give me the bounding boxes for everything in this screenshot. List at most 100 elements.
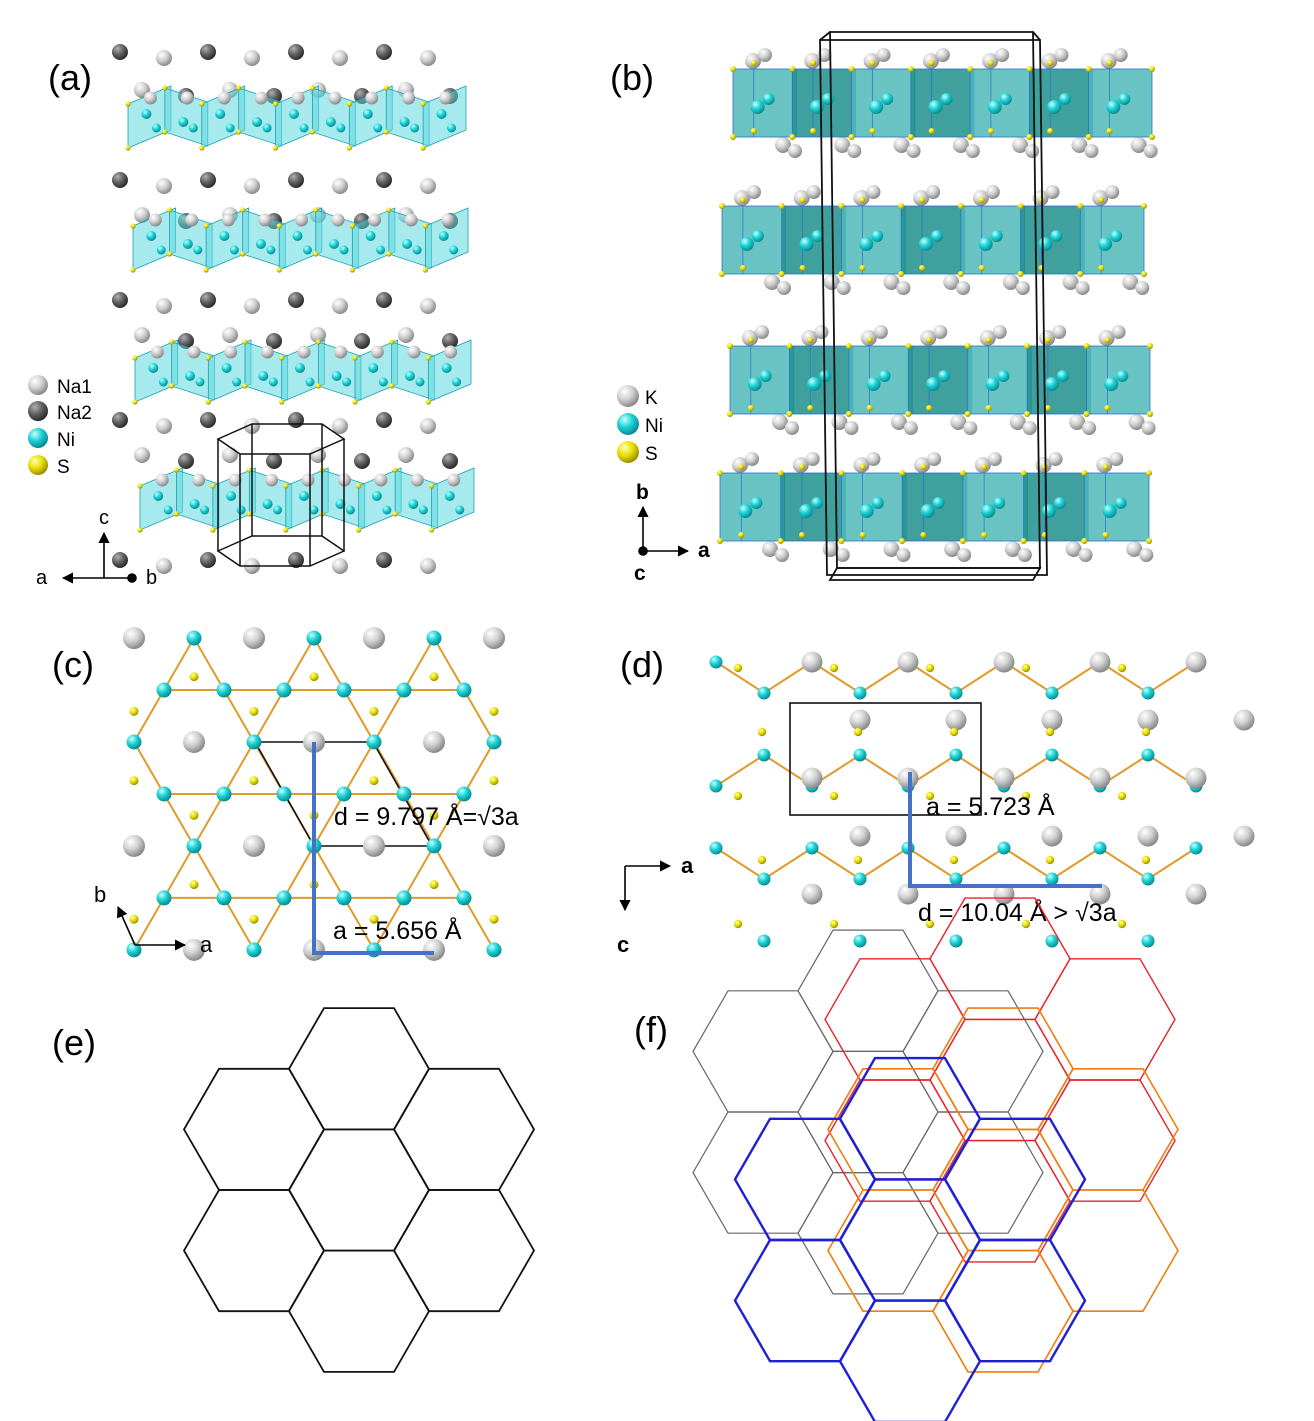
legend-s-b-icon <box>617 441 639 463</box>
na1-atom <box>374 473 388 487</box>
s-atom <box>987 60 994 66</box>
ni-ni-bond <box>859 847 909 880</box>
ni-atom <box>329 239 340 249</box>
ni-atom <box>229 245 239 255</box>
na1-atom <box>1122 274 1139 290</box>
s-atom <box>309 129 316 135</box>
ni-atom <box>1141 686 1155 700</box>
legend-na1: Na1 <box>57 377 92 398</box>
na1-atom <box>883 274 900 290</box>
s-atom <box>246 467 252 473</box>
s-atom <box>137 527 143 533</box>
ni-atom <box>410 123 420 133</box>
s-atom <box>1104 337 1111 343</box>
ni-ni-bond <box>463 897 495 951</box>
na1-atom <box>228 473 242 487</box>
ni-atom <box>1056 370 1069 382</box>
ni-atom <box>215 109 226 119</box>
ni-atom <box>821 93 834 105</box>
s-atom <box>719 271 725 277</box>
s-atom <box>869 128 876 134</box>
s-atom <box>210 527 216 533</box>
s-atom <box>799 265 806 271</box>
s-atom <box>137 483 143 489</box>
na1-atom <box>897 883 919 905</box>
na2-atom <box>112 172 128 188</box>
ni-ni-bond <box>763 847 813 880</box>
s-atom <box>738 464 745 470</box>
panel-a-label: (a) <box>48 57 92 98</box>
s-atom <box>925 663 935 673</box>
ni-atom <box>1118 93 1131 105</box>
ni-atom <box>999 93 1012 105</box>
na1-atom <box>883 541 900 557</box>
ni-atom <box>1141 934 1155 948</box>
ni-ni-bond <box>715 847 765 880</box>
s-atom <box>272 145 279 151</box>
na2-atom <box>112 552 128 568</box>
ni-atom <box>156 682 172 698</box>
s-atom <box>429 810 439 820</box>
panel-c-axis-a: a <box>200 932 213 957</box>
ni-atom <box>305 377 315 387</box>
s-atom <box>162 85 168 91</box>
ni-atom <box>246 942 262 958</box>
ni-ni-bond <box>955 847 1005 880</box>
na1-atom <box>260 345 274 359</box>
ni-atom <box>402 239 413 249</box>
s-atom <box>383 129 389 135</box>
s-atom <box>727 411 733 417</box>
na1-atom <box>1139 548 1154 562</box>
na1-atom <box>243 627 265 650</box>
na1-atom <box>896 281 911 295</box>
panel-d-unit-cell <box>789 702 982 816</box>
ni-atom <box>1116 370 1129 382</box>
s-atom <box>829 919 839 929</box>
na1-atom <box>801 767 823 789</box>
s-atom <box>346 145 352 151</box>
ni-atom <box>339 245 349 255</box>
na1-atom <box>835 548 850 562</box>
s-atom <box>309 85 316 91</box>
ni-atom <box>985 377 1000 391</box>
s-atom <box>420 101 426 107</box>
hexagon <box>692 990 834 1113</box>
ni-atom <box>295 363 305 373</box>
ni-atom <box>869 100 884 114</box>
na1-atom <box>836 281 851 295</box>
na1-atom <box>1128 414 1145 430</box>
na1-atom <box>772 414 788 430</box>
ni-atom <box>186 838 202 854</box>
ni-ni-bond <box>1003 847 1053 880</box>
ni-atom <box>1038 237 1053 251</box>
ni-atom <box>262 123 272 133</box>
ni-atom <box>931 230 943 242</box>
ni-ni-bond <box>223 897 255 951</box>
na2-atom <box>288 292 304 308</box>
s-atom <box>383 85 389 91</box>
na1-atom <box>310 447 326 463</box>
s-atom <box>920 532 927 538</box>
ni-ni-bond <box>163 793 195 847</box>
s-atom <box>276 223 282 229</box>
s-atom <box>1117 919 1127 929</box>
ni-atom <box>949 934 963 948</box>
na1-atom <box>156 298 172 314</box>
s-atom <box>315 383 321 389</box>
s-atom <box>859 265 866 271</box>
s-atom <box>313 251 319 257</box>
panel-b-nis-layers <box>717 48 1158 562</box>
na1-atom <box>183 731 205 753</box>
ni-atom <box>932 497 945 509</box>
na1-atom <box>254 91 268 105</box>
na1-atom <box>365 91 379 105</box>
s-atom <box>848 66 855 72</box>
na1-atom <box>1130 137 1147 153</box>
ni-atom <box>456 682 472 698</box>
panel-b-unit-cell <box>819 31 1048 581</box>
ni-atom <box>1045 872 1059 886</box>
panel-c-atoms <box>123 627 505 961</box>
ni-atom <box>252 117 263 127</box>
s-atom <box>1044 337 1051 343</box>
na1-atom <box>849 825 871 847</box>
